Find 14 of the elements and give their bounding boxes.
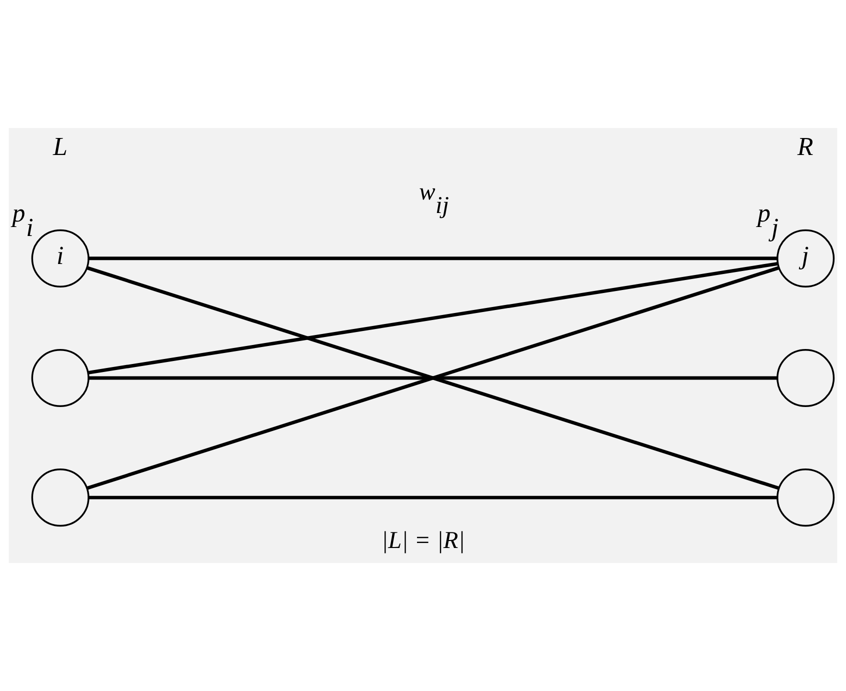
node-circle: j <box>776 229 835 288</box>
connector <box>86 266 780 490</box>
connector <box>88 256 778 260</box>
label: R <box>797 132 814 161</box>
node-circle <box>776 348 835 408</box>
node-circle: i <box>31 229 90 288</box>
caption: |L| = |R| <box>381 526 465 554</box>
node-circle <box>776 468 835 527</box>
connector <box>88 496 778 500</box>
node-circle <box>31 468 90 527</box>
connector <box>88 376 778 380</box>
node-circle <box>31 348 90 408</box>
label: L <box>52 132 68 161</box>
connector <box>88 262 778 374</box>
